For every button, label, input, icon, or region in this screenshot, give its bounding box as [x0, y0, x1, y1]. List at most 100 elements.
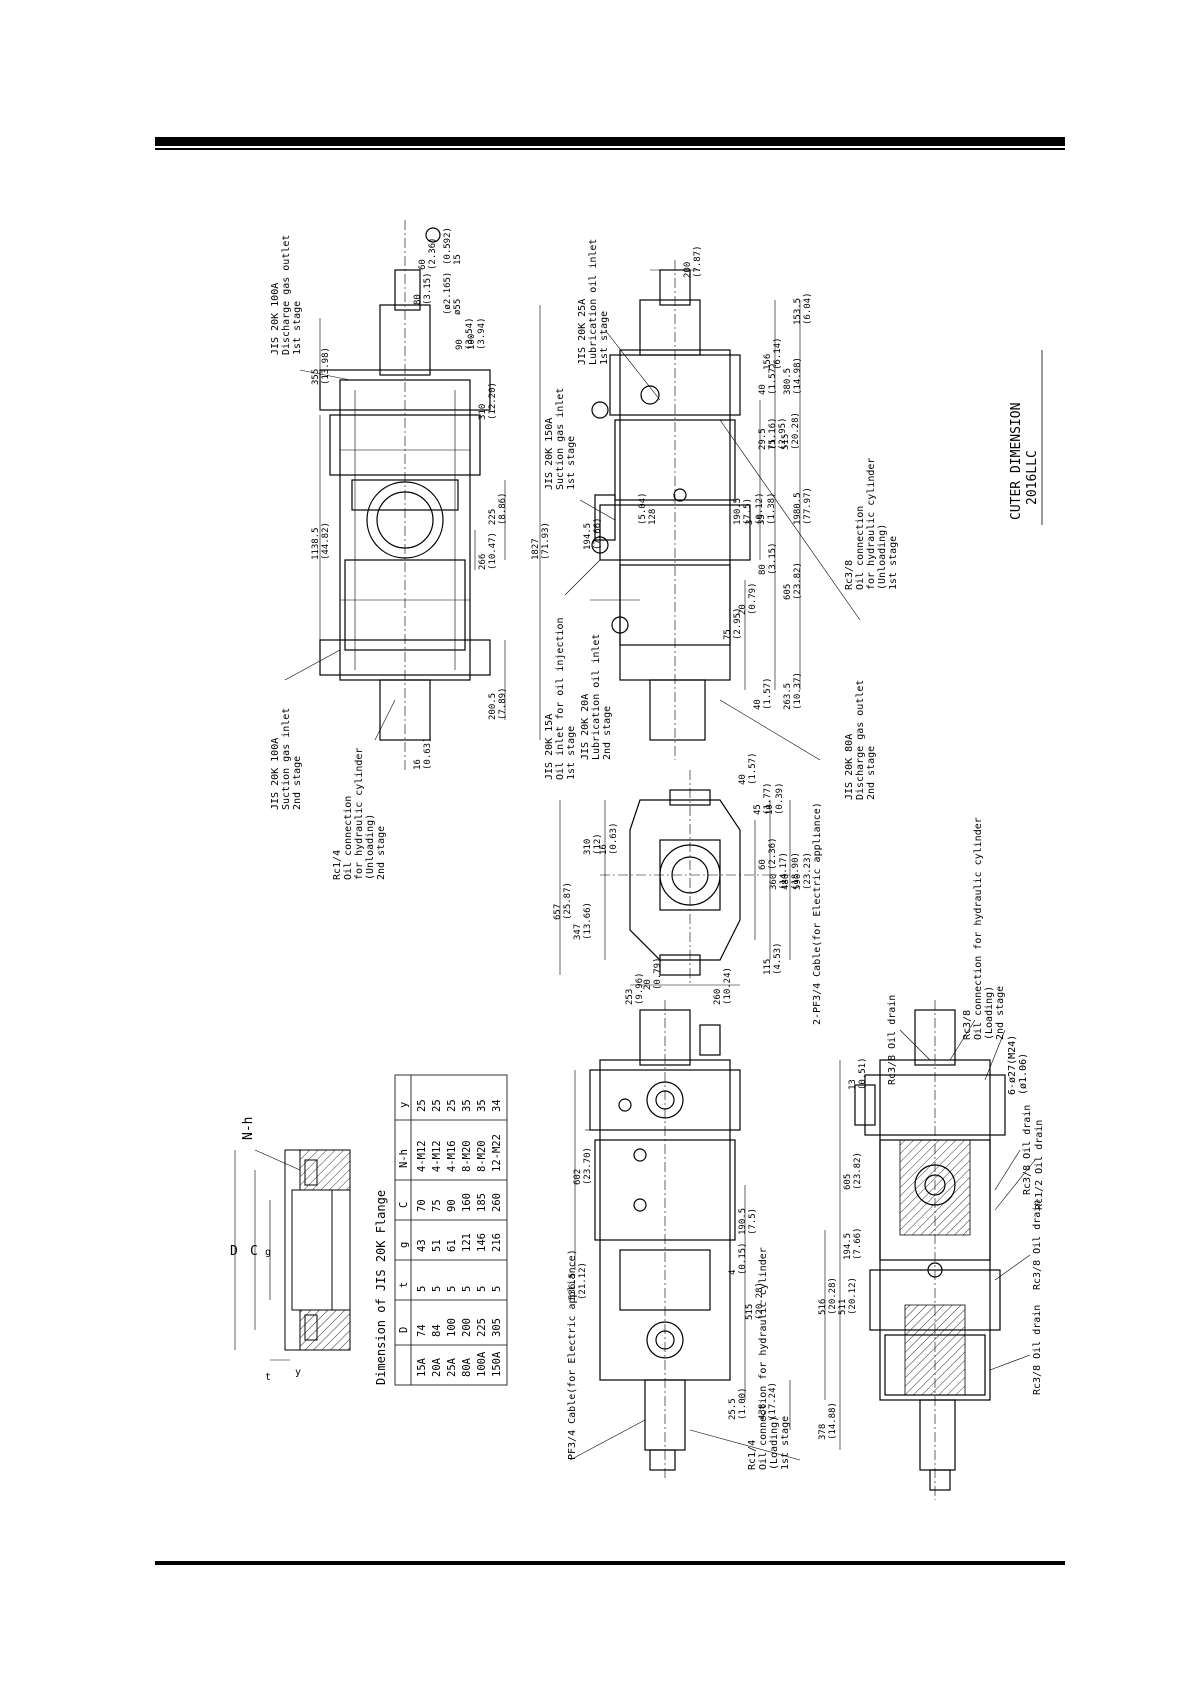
dim-40a: 40(1.57)	[758, 362, 778, 395]
section-C: C	[250, 1244, 258, 1259]
flange-table-cell: 84	[431, 1324, 443, 1337]
dim-10: 10(0.39)	[765, 782, 785, 815]
label-discharge-2nd-l1: JIS 20K 80A	[844, 734, 855, 800]
dim-line: 657	[553, 904, 563, 920]
flange-table-title: Dimension of JIS 20K Flange	[374, 1190, 388, 1385]
dim-263-5: 263.5(10.37)	[783, 672, 803, 710]
dim-128: 128	[648, 509, 658, 525]
dim-line: (0.12)	[755, 492, 765, 525]
dim-line: 115	[763, 959, 773, 975]
label-oil-injection-l2: Oil inlet for oil injection	[555, 617, 566, 780]
dim-line: 60	[418, 259, 428, 270]
lower-view-b-text: Rc3/8 Oil drain Rc3/8 Oil connection for…	[818, 817, 1045, 1440]
label-rc38-unloading-l4: (Unloading)	[877, 524, 888, 590]
dim-line: 13	[848, 1079, 858, 1090]
lower-view-a-leaders	[569, 1129, 801, 1461]
label-lube-inlet-1st-l3: 1st stage	[599, 311, 610, 365]
dim-190-5b: 190.5(7.5)	[738, 1208, 758, 1235]
flange-table-cell: 100	[446, 1318, 458, 1337]
dim-line: (0.79)	[748, 582, 758, 615]
section-t: t	[265, 1372, 271, 1383]
dim-line: 200	[683, 262, 693, 278]
flange-section-sketch	[234, 1149, 351, 1361]
dim-line: 75	[723, 629, 733, 640]
dim-line: 310	[583, 839, 593, 855]
dim-516: 516(20.28)	[818, 1277, 838, 1315]
dim-511: 511(20.12)	[838, 1277, 858, 1315]
dim-line: 75	[768, 439, 778, 450]
top-view-text: JIS 20K 100A Discharge gas outlet 1st st…	[270, 227, 551, 880]
dim-260: 260(10.24)	[713, 967, 733, 1005]
lower-view-a-machine	[574, 1000, 791, 1480]
dim-16: 16(0.63)	[413, 737, 433, 770]
dim-line: (13.66)	[583, 902, 593, 940]
flange-table-cell: 5	[476, 1286, 488, 1292]
label-rc38-unloading-l5: 1st stage	[888, 536, 899, 590]
dim-200: 200(7.87)	[683, 245, 703, 278]
svg-text:JIS 20K 100A: JIS 20K 100A	[270, 283, 281, 355]
label-discharge-2nd-l3: 2nd stage	[866, 746, 877, 800]
label-rc14-unloading-l2: Oil connection	[343, 796, 354, 880]
dim-3: 3(0.12)	[745, 492, 765, 525]
flange-table-cell: 25A	[446, 1357, 458, 1377]
dim-20: 20(0.79)	[738, 582, 758, 615]
footer-rule	[155, 1561, 1065, 1565]
dim-line: (4.53)	[773, 942, 783, 975]
dim-1980-5: 1980.5(77.97)	[793, 487, 813, 525]
side-view-machine	[591, 260, 801, 760]
dim-line: 40	[758, 384, 768, 395]
lower-view-b-leaders	[899, 1019, 1036, 1371]
title-line2: 2016LLC	[1025, 450, 1040, 505]
label-rc14-unloading-l1: Rc1/4	[332, 850, 343, 880]
dim-phi2165: (ø2.165)	[443, 272, 453, 315]
dim-line: 515	[745, 1304, 755, 1320]
label-rc38-drain-d: Rc3/8 Oil drain	[1032, 1305, 1043, 1395]
dim-347: 347(13.66)	[573, 902, 593, 940]
dim-75b: 75(2.95)	[723, 607, 743, 640]
flange-table-cell: 260	[491, 1193, 503, 1212]
dim-line: 20	[738, 604, 748, 615]
dim-line: (10.47)	[488, 532, 498, 570]
side-view-leaders	[564, 329, 861, 761]
dim-line: (7.66)	[853, 1227, 863, 1260]
label-suction-2nd-l1: JIS 20K 100A	[270, 738, 281, 810]
dim-80b: 80(3.15)	[758, 542, 778, 575]
dim-29-5: 29.5(1.16)	[758, 417, 778, 450]
dim-line: 194.5	[583, 523, 593, 550]
dim-75a: 75(2.95)	[768, 417, 788, 450]
label-suction-2nd-l3: 2nd stage	[292, 756, 303, 810]
dim-line: 40	[738, 774, 748, 785]
dim-line: 605	[783, 584, 793, 600]
dim-194-5: 194.5(7.66)	[583, 517, 603, 550]
dim-line: (3.94)	[477, 317, 487, 350]
label-rc38-loading-l1: Rc3/8	[962, 1010, 973, 1040]
dim-line: 4	[728, 1270, 738, 1275]
dim-line: 194.5	[843, 1233, 853, 1260]
dim-line: 253	[625, 989, 635, 1005]
dim-380-5: 380.5(14.98)	[783, 357, 803, 395]
dim-line: (6.04)	[803, 292, 813, 325]
dim-1138: 1138.5(44.82)	[311, 522, 331, 560]
dim-line: 60	[758, 859, 768, 870]
dim-605: 605(23.82)	[783, 562, 803, 600]
dim-40b: 40(1.57)	[753, 677, 773, 710]
label-lube-inlet-1st-l2: Lubrication oil inlet	[588, 239, 599, 365]
label-rc14-unloading-l3: for hydraulic cylinder	[354, 748, 365, 880]
drawing-title: CUTER DIMENSION 2016LLC	[1009, 350, 1043, 525]
dim-378: 378(14.88)	[818, 1402, 838, 1440]
label-oil-injection-l3: 1st stage	[566, 726, 577, 780]
dim-line: (0.39)	[775, 782, 785, 815]
flange-table-cell: 160	[461, 1193, 473, 1212]
dim-line: 190.5	[738, 1208, 748, 1235]
dim-266: 266(10.47)	[478, 532, 498, 570]
dim-80: 80(3.15)	[413, 272, 433, 305]
flange-header-cell: y	[398, 1102, 410, 1108]
dim-20b: 20(0.79)	[643, 957, 663, 990]
flange-table-cell: 35	[476, 1099, 488, 1112]
flange-table-cell: 216	[491, 1233, 503, 1252]
top-view-machine	[319, 220, 541, 770]
dim-line: (1.16)	[768, 417, 778, 450]
flange-table-body: DtgCN-hy15A74543704-M122520A84551754-M12…	[398, 1099, 503, 1377]
flange-table-cell: 34	[491, 1099, 503, 1112]
